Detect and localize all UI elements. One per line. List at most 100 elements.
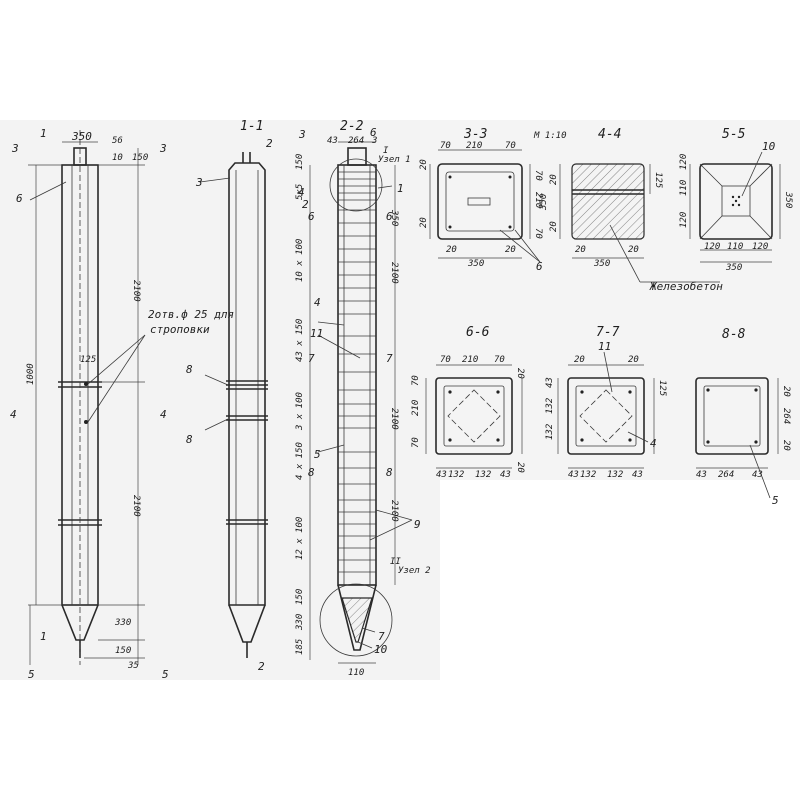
dim-132-s77b: 132 xyxy=(607,470,623,480)
note-holes-line2: строповки xyxy=(150,323,210,336)
callout-5-mid: 5 xyxy=(314,448,321,461)
dim-43-s77b: 43 xyxy=(632,470,643,480)
dim-2100-reinf-lower: 2100 xyxy=(389,500,399,522)
dim-264-s88b: 264 xyxy=(781,408,791,424)
dim-70-s66c: 70 xyxy=(411,375,421,386)
dim-70-a: 70 xyxy=(440,141,451,151)
dim-4x150: 4 х 150 xyxy=(295,442,305,480)
callout-3-reinf: 3 xyxy=(298,128,306,141)
material-label: Железобетон xyxy=(649,280,723,293)
dim-70-b: 70 xyxy=(505,141,516,151)
front-view-dimensions xyxy=(28,141,146,665)
dim-2100-reinf-mid: 2100 xyxy=(389,408,399,430)
dim-2100-upper: 2100 xyxy=(131,280,141,302)
section-mark-4-left: 4 xyxy=(10,408,17,421)
pile-front-view xyxy=(58,130,102,665)
section-mark-6-right: 6 xyxy=(386,210,393,223)
section-mark-3-right: 3 xyxy=(159,142,167,155)
callout-10-tip: 10 xyxy=(374,643,388,656)
dim-120-c: 120 xyxy=(679,154,689,170)
dim-150-reinf: 150 xyxy=(295,154,305,170)
callout-3-side: 3 xyxy=(195,176,203,189)
dim-43-s66a: 43 xyxy=(436,470,447,480)
dim-110-s55: 110 xyxy=(727,242,743,252)
section-4-4 xyxy=(559,163,720,283)
dim-43: 43 xyxy=(327,136,338,146)
section-mark-5-left: 5 xyxy=(28,668,35,681)
dim-20-s77a: 20 xyxy=(574,355,585,365)
section-mark-8-left: 8 xyxy=(308,466,315,479)
note-holes-line1: 2отв.ф 25 для xyxy=(148,308,234,321)
section-mark-5-right: 5 xyxy=(162,668,169,681)
section-label-8-8: 8-8 xyxy=(722,327,746,342)
section-mark-1-bottom: 1 xyxy=(40,630,47,643)
node-I-label: Узел 1 xyxy=(378,155,411,165)
section-label-5-5: 5-5 xyxy=(722,127,746,142)
callout-7: 7 xyxy=(378,630,385,643)
dim-350-top: 350 xyxy=(71,130,92,143)
dim-132-s77c: 132 xyxy=(545,398,555,414)
callout-6-front: 6 xyxy=(16,192,23,205)
section-label-3-3: 3-3 xyxy=(463,127,487,142)
callout-5-s88: 5 xyxy=(772,494,779,507)
dim-43-s77c: 43 xyxy=(545,377,555,388)
section-7-7 xyxy=(557,351,655,469)
dim-35: 35 xyxy=(127,661,139,671)
dim-20-c: 20 xyxy=(419,159,429,170)
dim-43-s77a: 43 xyxy=(568,470,579,480)
dim-350-s55-side: 350 xyxy=(783,191,793,208)
dim-20-s44b: 20 xyxy=(628,245,639,255)
dim-120-a: 120 xyxy=(704,242,720,252)
section-mark-8-right: 8 xyxy=(386,466,393,479)
callout-8-upper: 8 xyxy=(186,363,193,376)
dim-330: 330 xyxy=(114,618,131,628)
callout-4-mid: 4 xyxy=(314,296,321,309)
callout-6-reinf: 6 xyxy=(370,126,377,139)
callout-4-reinf: 4 xyxy=(298,186,305,199)
dim-70-d: 70 xyxy=(533,228,543,239)
callout-10-s55: 10 xyxy=(762,140,776,153)
scale-label: М 1:10 xyxy=(533,131,567,141)
dim-43-s88b: 43 xyxy=(752,470,763,480)
dim-12x100: 12 х 100 xyxy=(295,517,305,560)
dim-20-s44c: 20 xyxy=(549,174,559,185)
scan-area xyxy=(0,120,440,680)
dim-350-s33: 350 xyxy=(467,259,484,269)
dim-10x100: 10 х 100 xyxy=(295,239,305,282)
dim-264: 264 xyxy=(348,136,364,146)
section-label-2-2: 2-2 xyxy=(340,119,364,134)
dim-132-s66a: 132 xyxy=(448,470,464,480)
callout-2-reinf: 2 xyxy=(302,198,309,211)
pile-reinforcement-view xyxy=(317,147,413,657)
dim-330-tip: 330 xyxy=(295,614,305,631)
section-mark-4-right: 4 xyxy=(160,408,167,421)
dim-210-a: 210 xyxy=(466,141,482,151)
dim-20-s44: 20 xyxy=(575,245,586,255)
dim-20-s44d: 20 xyxy=(549,221,559,232)
node-II-label: Узел 2 xyxy=(398,566,431,576)
callout-11-s77: 11 xyxy=(598,340,611,353)
dim-350-s44-side: 350 xyxy=(539,194,549,211)
section-5-5 xyxy=(689,151,781,263)
dim-20-s77b: 20 xyxy=(628,355,639,365)
section-3-3 xyxy=(429,149,541,263)
dim-20-s88a: 20 xyxy=(781,386,791,397)
section-label-1-1: 1-1 xyxy=(240,119,263,134)
dim-350-side: 350 xyxy=(389,209,399,226)
section-mark-3-left: 3 xyxy=(11,142,19,155)
dim-350-s55: 350 xyxy=(725,263,742,273)
dim-125: 125 xyxy=(80,355,96,365)
dim-120-b: 120 xyxy=(752,242,768,252)
dim-20-s66b: 20 xyxy=(515,462,525,473)
section-label-7-7: 7-7 xyxy=(596,325,620,340)
section-6-6 xyxy=(425,364,523,469)
dim-20-b: 20 xyxy=(505,245,516,255)
callout-4-s77: 4 xyxy=(650,437,657,450)
dim-350-s44: 350 xyxy=(593,259,610,269)
pile-side-view xyxy=(199,152,268,658)
dim-3: 3 xyxy=(371,136,377,146)
section-mark-7-right: 7 xyxy=(386,352,393,365)
section-mark-6-left: 6 xyxy=(308,210,315,223)
